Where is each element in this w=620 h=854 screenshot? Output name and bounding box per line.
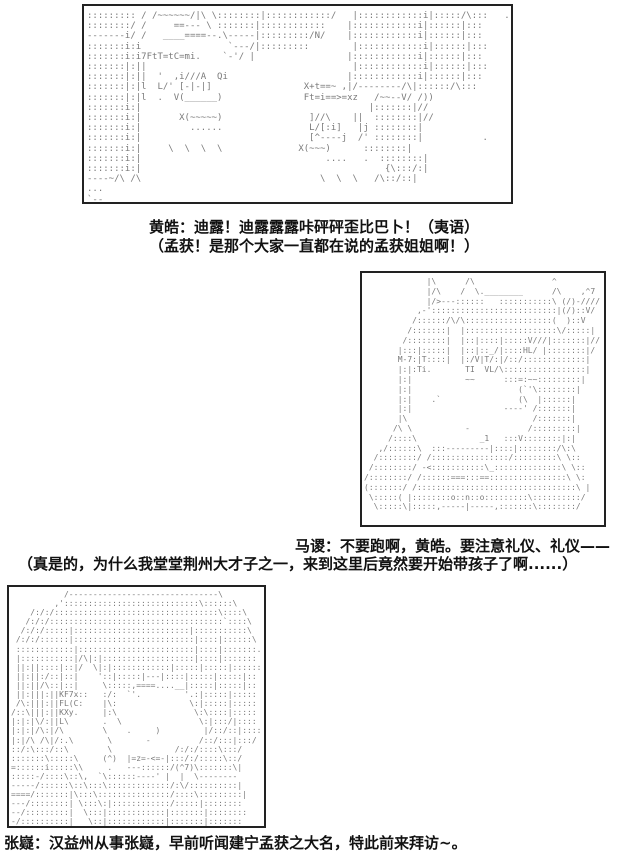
thought-ma-su: （真是的，为什么我堂堂荆州大才子之一，来到这里后竟然要开始带孩子了啊......… xyxy=(18,555,578,573)
comic-panel-1: ::::::::: / /~~~~~~/|\ \::::::::|:::::::… xyxy=(82,4,513,204)
ascii-art-panel-1: ::::::::: / /~~~~~~/|\ \::::::::|:::::::… xyxy=(87,11,511,204)
comic-panel-2: |\ /\ ^ |/\ / \.________ /\ ,^7 |/>---::… xyxy=(360,271,606,527)
thought-meng-huo: （孟获！是那个大家一直都在说的孟获姐姐啊！） xyxy=(148,237,479,255)
dialogue-ma-su: 马谡：不要跑啊，黄皓。要注意礼仪、礼仪—— xyxy=(294,537,610,555)
comic-panel-3: /-------------------------------\ ,'::::… xyxy=(7,585,266,828)
ascii-art-panel-2: |\ /\ ^ |/\ / \.________ /\ ,^7 |/>---::… xyxy=(364,277,601,512)
dialogue-zhang-ni: 张嶷：汉益州从事张嶷，早前听闻建宁孟获之大名，特此前来拜访~。 xyxy=(4,834,467,852)
ascii-art-panel-3: /-------------------------------\ ,'::::… xyxy=(11,590,262,827)
dialogue-huang-hao: 黄皓：迪露！迪露露露咔砰砰歪比巴卜！（夷语） xyxy=(148,218,479,236)
